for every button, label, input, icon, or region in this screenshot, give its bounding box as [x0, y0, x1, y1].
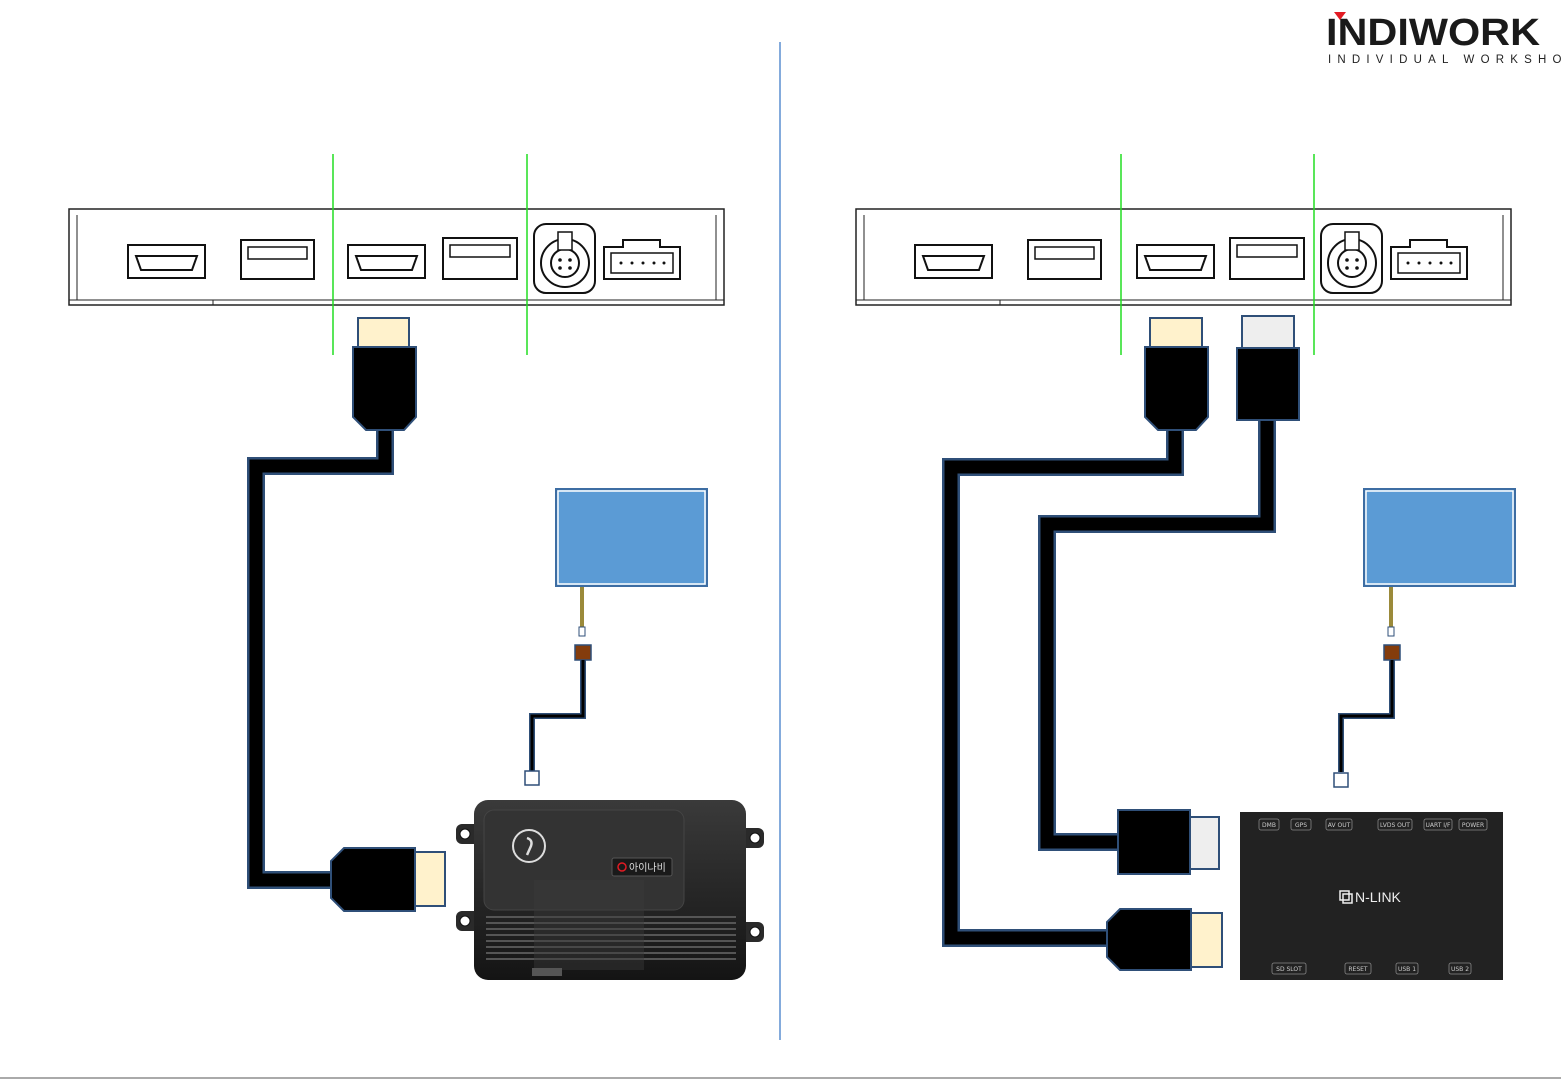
hdmi-plug-tip — [358, 318, 409, 348]
port-label-power: POWER — [1462, 822, 1484, 829]
head-unit-ports-left — [69, 209, 724, 305]
hdmi-plug-tip — [414, 852, 445, 906]
port-label-sd-slot: SD SLOT — [1276, 966, 1302, 973]
usb-port — [1028, 240, 1101, 279]
display-screen-left — [525, 489, 707, 785]
logo-wordmark: INDIWORK — [1326, 12, 1541, 52]
port-label-reset: RESET — [1348, 966, 1368, 973]
port-label-usb1: USB 1 — [1398, 966, 1416, 973]
round-connector — [534, 224, 595, 293]
port-label-usb2: USB 2 — [1451, 966, 1469, 973]
module-brand-label: 아이나비 — [629, 862, 666, 874]
usb-port — [241, 240, 314, 279]
usb-plug-body — [1237, 348, 1299, 420]
hdmi-port — [915, 245, 992, 278]
port-label-uart: UART I/F — [1425, 822, 1451, 829]
port-label-dmb: DMB — [1262, 822, 1276, 829]
hdmi-plug-tip — [1190, 913, 1222, 967]
port-label-av-out: AV OUT — [1328, 822, 1351, 829]
usb-port — [443, 238, 517, 279]
hdmi-plug-body — [353, 347, 416, 430]
usb-plug-tip — [1189, 817, 1219, 869]
head-unit-ports-right — [856, 209, 1511, 305]
display-screen-right — [1334, 489, 1515, 787]
nlink-module-box: DMB GPS AV OUT LVDS OUT UART I/F POWER N… — [1240, 812, 1503, 980]
hdmi-plug-body — [331, 848, 415, 911]
port-label-gps: GPS — [1295, 822, 1307, 829]
left-panel: 아이나비 — [69, 154, 764, 980]
navigation-module-box: 아이나비 — [456, 800, 764, 980]
usb-plug-body — [1118, 810, 1190, 874]
hdmi-port — [1137, 245, 1214, 278]
logo-tagline: INDIVIDUAL WORKSHOP — [1328, 54, 1543, 66]
hdmi-port — [128, 245, 205, 278]
nlink-logo: N-LINK — [1340, 889, 1402, 905]
right-panel: DMB GPS AV OUT LVDS OUT UART I/F POWER N… — [856, 154, 1515, 980]
usb-port — [1230, 238, 1304, 279]
port-label-lvds-out: LVDS OUT — [1380, 822, 1410, 829]
hdmi-port — [348, 245, 425, 278]
nlink-logo-text: N-LINK — [1355, 889, 1402, 905]
usb-plug-tip — [1242, 316, 1294, 349]
hdmi-cable-left — [256, 318, 445, 911]
indiwork-logo: INDIWORK — [1326, 12, 1541, 52]
hdmi-plug-body — [1107, 909, 1191, 970]
hdmi-plug-tip — [1150, 318, 1202, 348]
round-connector — [1321, 224, 1382, 293]
hdmi-plug-body — [1145, 347, 1208, 430]
